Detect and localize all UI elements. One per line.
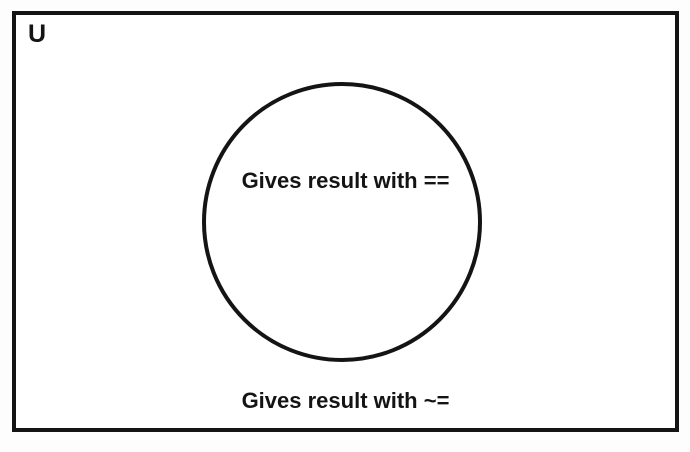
circle-label: Gives result with ==: [241, 168, 450, 193]
set-circle: [202, 82, 482, 362]
universe-label: U: [28, 20, 47, 48]
outside-label: Gives result with ~=: [241, 388, 450, 413]
universe-box: U Gives result with == Gives result with…: [12, 11, 679, 432]
